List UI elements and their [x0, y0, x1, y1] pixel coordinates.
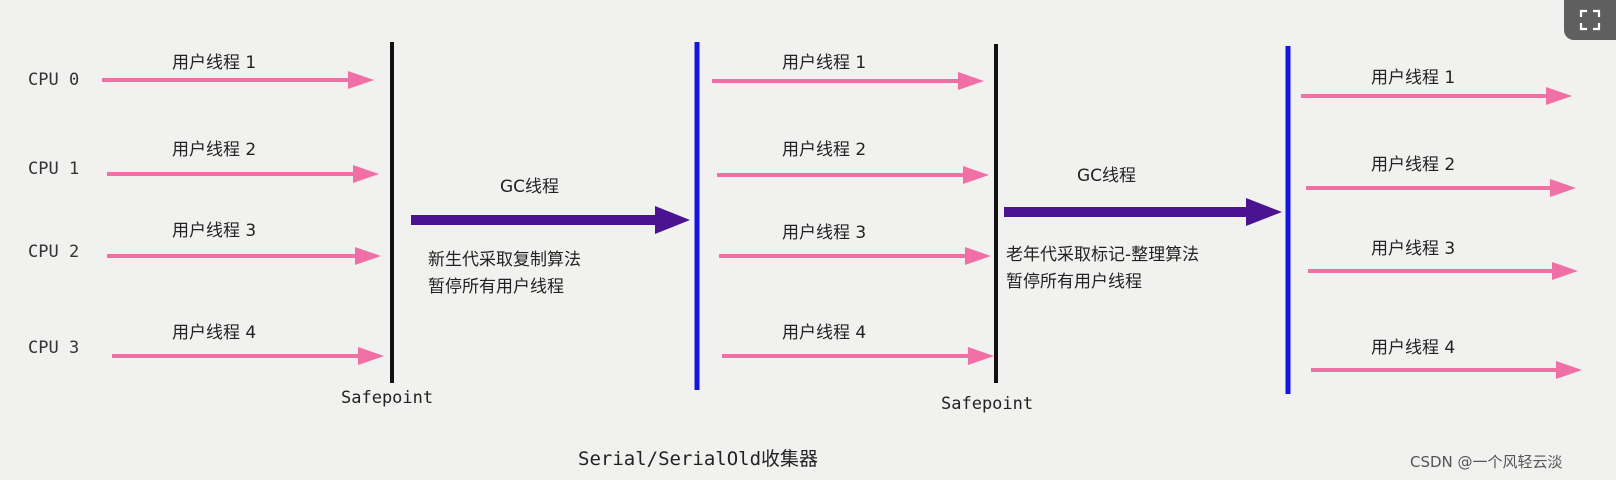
- thread-label: 用户线程 3: [782, 223, 866, 243]
- thread-label: 用户线程 2: [782, 140, 866, 160]
- cpu-label-1: CPU 1: [28, 159, 79, 179]
- safepoint-label-2: Safepoint: [941, 394, 1033, 414]
- arrow-head: [965, 247, 991, 265]
- thread-label: 用户线程 3: [172, 221, 256, 241]
- arrow-head: [968, 347, 994, 365]
- gc-phase-2: GC线程 老年代采取标记-整理算法 暂停所有用户线程: [1004, 166, 1282, 292]
- arrow-head: [1556, 361, 1582, 379]
- expand-button[interactable]: [1564, 0, 1616, 40]
- gc-desc-line1: 老年代采取标记-整理算法: [1006, 245, 1199, 265]
- arrow-head: [348, 71, 374, 89]
- arrow-head: [1550, 179, 1576, 197]
- gc-desc-line2: 暂停所有用户线程: [1006, 272, 1142, 292]
- gc-thread-label: GC线程: [500, 177, 559, 197]
- arrow-head: [355, 247, 381, 265]
- thread-label: 用户线程 2: [1371, 155, 1455, 175]
- gc-desc-line2: 暂停所有用户线程: [428, 277, 564, 297]
- segment-1-threads: 用户线程 1 用户线程 2 用户线程 3 用户线程 4: [102, 53, 384, 365]
- diagram-caption: Serial/SerialOld收集器: [578, 448, 818, 470]
- arrow-head: [353, 165, 379, 183]
- thread-label: 用户线程 4: [172, 323, 256, 343]
- arrow-head: [655, 206, 690, 234]
- thread-label: 用户线程 3: [1371, 239, 1455, 259]
- arrow-head: [1552, 262, 1578, 280]
- thread-label: 用户线程 4: [782, 323, 866, 343]
- arrow-head: [358, 347, 384, 365]
- thread-label: 用户线程 1: [1371, 68, 1455, 88]
- thread-label: 用户线程 4: [1371, 338, 1455, 358]
- arrow-head: [958, 72, 984, 90]
- arrow-head: [1246, 198, 1282, 226]
- gc-phase-1: GC线程 新生代采取复制算法 暂停所有用户线程: [411, 177, 690, 297]
- expand-icon: [1579, 9, 1601, 31]
- arrow-head: [1546, 87, 1572, 105]
- safepoint-label-1: Safepoint: [341, 388, 433, 408]
- thread-label: 用户线程 1: [172, 53, 256, 73]
- segment-3-threads: 用户线程 1 用户线程 2 用户线程 3 用户线程 4: [1301, 68, 1582, 379]
- arrow-head: [963, 166, 989, 184]
- cpu-label-0: CPU 0: [28, 70, 79, 90]
- gc-desc-line1: 新生代采取复制算法: [428, 250, 581, 270]
- thread-label: 用户线程 2: [172, 140, 256, 160]
- segment-2-threads: 用户线程 1 用户线程 2 用户线程 3 用户线程 4: [712, 53, 994, 365]
- thread-label: 用户线程 1: [782, 53, 866, 73]
- cpu-label-3: CPU 3: [28, 338, 79, 358]
- cpu-label-2: CPU 2: [28, 242, 79, 262]
- gc-thread-label: GC线程: [1077, 166, 1136, 186]
- watermark: CSDN @一个风轻云淡: [1410, 453, 1563, 471]
